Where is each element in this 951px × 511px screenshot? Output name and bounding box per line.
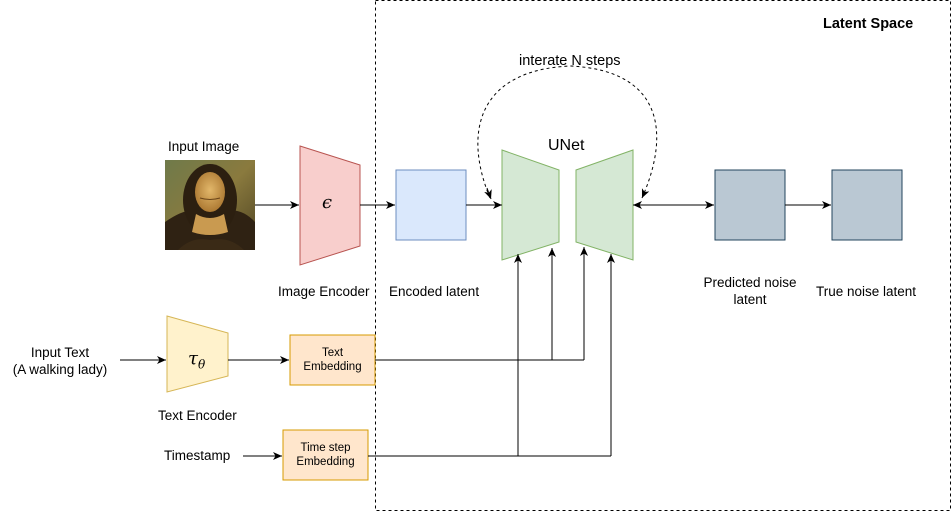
mona-lisa-image (165, 160, 255, 250)
time-embedding-line1: Time step (300, 442, 351, 454)
latent-space-title: Latent Space (823, 16, 914, 32)
time-embedding-line2: Embedding (296, 456, 355, 468)
input-text-line1: Input Text (30, 345, 90, 360)
true-noise-label: True noise latent (816, 284, 917, 299)
iteration-loop-start (484, 187, 492, 200)
input-image-label: Input Image (168, 139, 240, 154)
input-text-line2: (A walking lady) (12, 362, 108, 377)
latent-space-region (375, 0, 951, 511)
encoded-latent-box (395, 169, 467, 241)
text-embedding-line1: Text (321, 347, 344, 359)
unet-decoder-half (575, 149, 634, 261)
predicted-noise-label-1: Predicted noise (703, 275, 797, 290)
true-noise-box (831, 169, 903, 241)
image-encoder-symbol: ϵ (322, 192, 333, 213)
tau-symbol: τ (188, 348, 198, 369)
iteration-loop-arrow (477, 65, 658, 199)
unet-encoder-half (501, 149, 560, 261)
predicted-noise-box (714, 169, 786, 241)
timestamp-label: Timestamp (164, 448, 231, 463)
text-encoder-shape (166, 315, 229, 393)
text-embedding-box (289, 334, 376, 386)
text-embedding-line2: Embedding (303, 361, 362, 373)
time-embedding-text: Time step Embedding (283, 430, 368, 480)
text-encoder-symbol: τθ (188, 350, 205, 374)
text-embedding-text: Text Embedding (290, 335, 375, 385)
unet-label: UNet (548, 137, 585, 154)
image-encoder-shape (299, 145, 361, 266)
loop-label: interate N steps (519, 53, 621, 69)
encoded-latent-label: Encoded latent (389, 284, 480, 299)
predicted-noise-label-2: latent (733, 292, 767, 307)
image-encoder-label: Image Encoder (278, 284, 370, 299)
text-encoder-label: Text Encoder (158, 408, 237, 423)
theta-subscript: θ (197, 357, 206, 372)
time-embedding-box (282, 429, 369, 481)
